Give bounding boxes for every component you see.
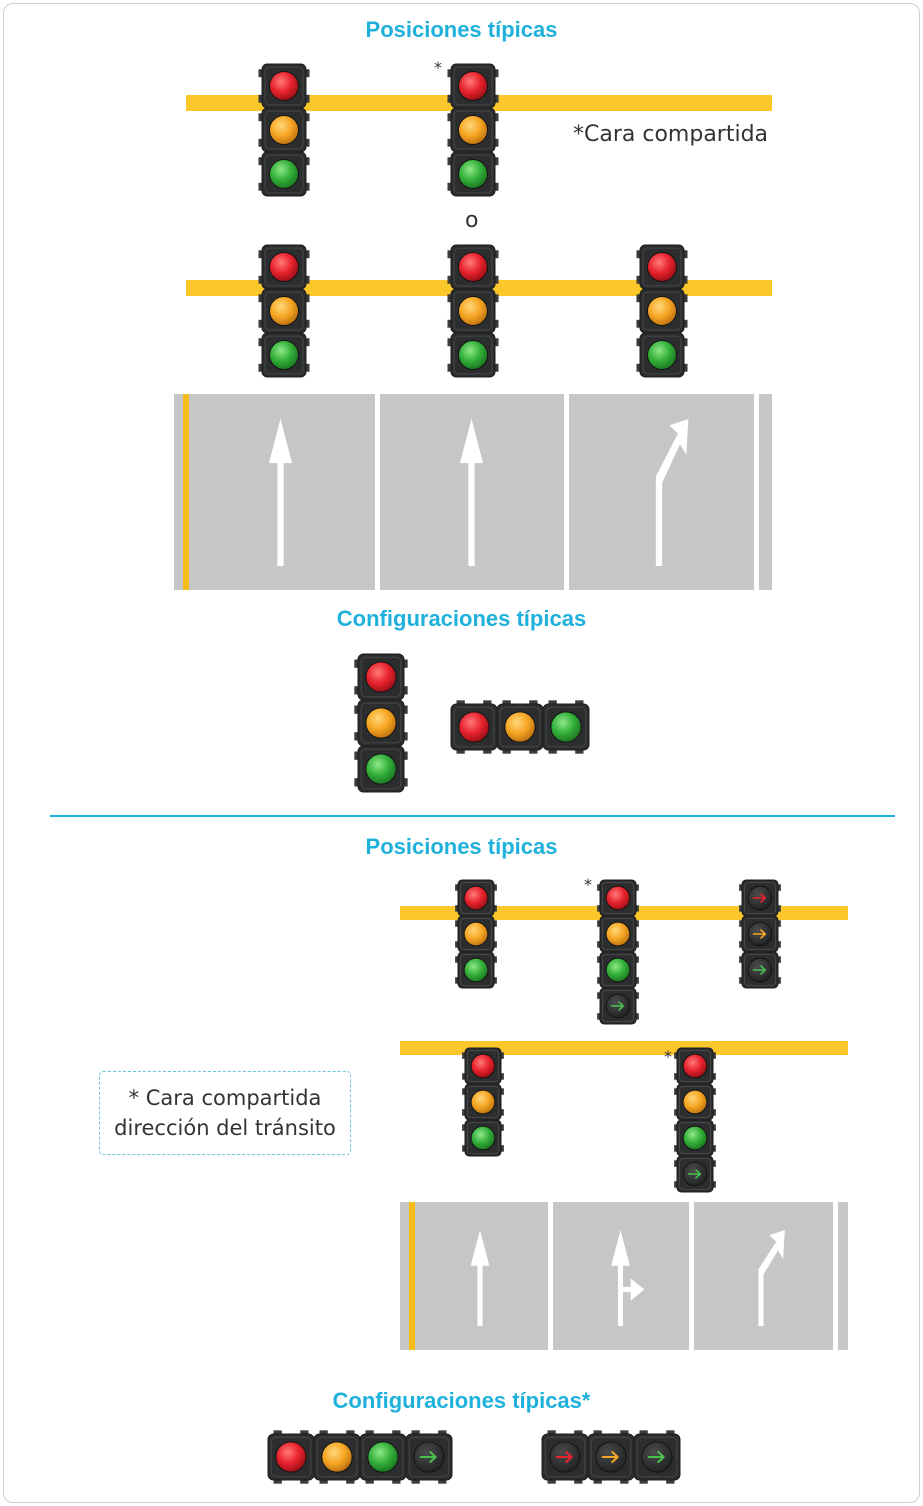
green-lamp-icon [367,1441,399,1473]
roadway [400,1202,848,1350]
red-lamp-icon [646,251,678,283]
traffic-signal [447,244,499,378]
signal-heads [258,63,781,1484]
right-turn-arrow-icon [655,419,689,566]
traffic-signal [597,879,639,1025]
note-line-2: dirección del tránsito [114,1116,336,1140]
amber-lamp-icon [605,921,631,947]
amber-lamp-icon [457,114,489,146]
arrow-glyph-icon [601,1450,619,1464]
arrow-glyph-icon [752,929,767,939]
section2-positions-title: Posiciones típicas [365,834,558,859]
asterisk-marker: * [434,58,442,77]
green-lamp-icon [682,1125,708,1151]
right-branch-head-icon [630,1278,645,1301]
green-lamp-icon [605,957,631,983]
straight-arrow-head-icon [459,419,484,464]
red-lamp-icon [458,711,490,743]
straight-arrow-icon [277,461,284,566]
shared-face-direction-note: * Cara compartida dirección del tránsito [99,1071,351,1155]
traffic-signal [462,1047,504,1157]
straight-arrow-head-icon [470,1230,490,1266]
red-lamp-icon [605,885,631,911]
arrow-glyph-icon [555,1450,573,1464]
arrow-glyph-icon [687,1169,702,1179]
green-lamp-icon [550,711,582,743]
traffic-signal [674,1047,716,1193]
amber-lamp-icon [457,295,489,327]
asterisk-marker: * [584,875,592,894]
traffic-signal [447,63,499,197]
roads [174,394,848,1350]
straight-arrow-head-icon [611,1230,630,1266]
lane-edge-line [409,1202,415,1350]
straight-right-arrow-icon [617,1263,624,1326]
straight-arrow-icon [468,461,475,566]
red-lamp-icon [268,251,300,283]
red-lamp-icon [365,661,397,693]
green-lamp-icon [268,339,300,371]
green-lamp-icon [470,1125,496,1151]
arrow-glyph-icon [752,893,767,903]
red-lamp-icon [682,1053,708,1079]
amber-lamp-icon [268,295,300,327]
green-lamp-icon [457,339,489,371]
amber-lamp-icon [321,1441,353,1473]
amber-lamp-icon [504,711,536,743]
green-lamp-icon [646,339,678,371]
asterisk-marker: * [664,1047,672,1066]
straight-arrow-head-icon [268,419,293,464]
mast-arm [400,1041,848,1055]
traffic-signal [636,244,688,378]
amber-lamp-icon [646,295,678,327]
or-label: o [465,208,479,233]
traffic-signal [450,700,590,754]
arrow-glyph-icon [419,1450,437,1464]
traffic-signal [258,63,310,197]
right-turn-arrow-icon [758,1230,785,1326]
green-lamp-icon [268,158,300,190]
traffic-signal [541,1430,681,1484]
traffic-signal [267,1430,453,1484]
lane-divider [564,394,569,590]
shared-face-note: *Cara compartida [573,122,769,147]
traffic-signal [455,879,497,989]
roadway [174,394,772,590]
lane-edge-line [183,394,189,590]
green-lamp-icon [457,158,489,190]
amber-lamp-icon [682,1089,708,1115]
lane-divider [375,394,380,590]
amber-lamp-icon [470,1089,496,1115]
traffic-signal [354,653,408,793]
traffic-signal [739,879,781,989]
green-lamp-icon [365,753,397,785]
red-lamp-icon [470,1053,496,1079]
arrow-glyph-icon [647,1450,665,1464]
lane-divider [548,1202,553,1350]
lane-divider [689,1202,694,1350]
road-surface [400,1202,848,1350]
lane-divider [754,394,759,590]
straight-arrow-icon [477,1263,483,1326]
traffic-signal [258,244,310,378]
right-branch-icon [620,1286,635,1293]
green-lamp-icon [463,957,489,983]
amber-lamp-icon [365,707,397,739]
red-lamp-icon [457,251,489,283]
arrow-glyph-icon [752,965,767,975]
red-lamp-icon [463,885,489,911]
section2-configurations-title: Configuraciones típicas* [332,1388,591,1413]
section1-configurations-title: Configuraciones típicas [336,606,587,631]
red-lamp-icon [275,1441,307,1473]
arrow-glyph-icon [610,1001,625,1011]
lane-divider [833,1202,838,1350]
note-line-1: * Cara compartida [128,1086,322,1110]
amber-lamp-icon [268,114,300,146]
red-lamp-icon [457,70,489,102]
amber-lamp-icon [463,921,489,947]
red-lamp-icon [268,70,300,102]
section1-positions-title: Posiciones típicas [365,17,558,42]
